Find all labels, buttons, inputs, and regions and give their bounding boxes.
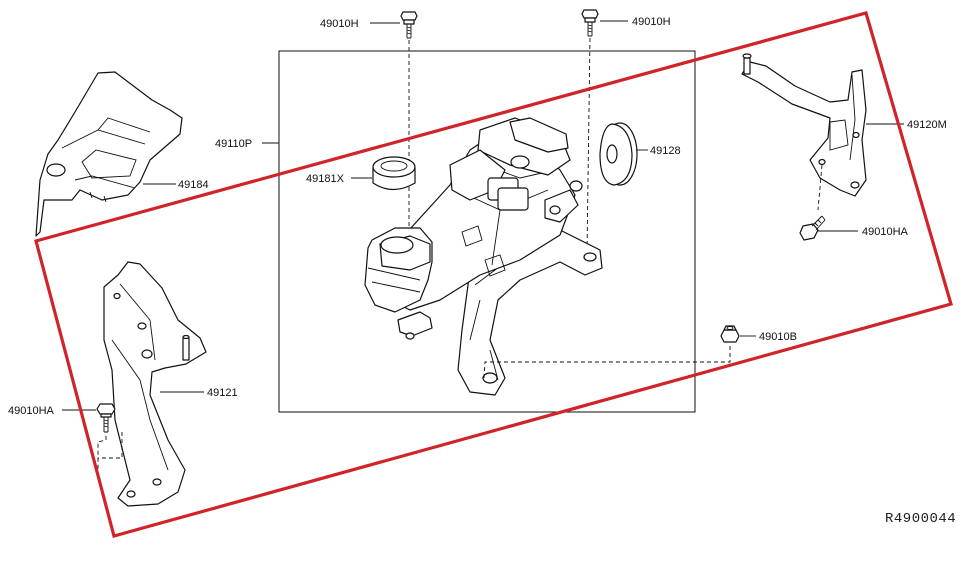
dash-bracket-right xyxy=(817,164,823,211)
bolt-left-icon xyxy=(96,403,116,433)
cover-icon xyxy=(35,71,183,237)
highlight-outline xyxy=(34,11,953,538)
nut-icon xyxy=(720,325,740,343)
reference-code: R4900044 xyxy=(885,511,956,527)
cap-icon xyxy=(372,156,416,191)
assembly-frame xyxy=(278,50,696,413)
label-nut: 49010B xyxy=(759,331,797,343)
dash-nut xyxy=(483,343,731,379)
label-cap: 49181X xyxy=(306,173,345,185)
label-bracket-left: 49121 xyxy=(207,387,238,399)
label-bracket-right: 49120M xyxy=(907,119,947,131)
dash-bolt-top-right xyxy=(586,37,591,253)
label-cover: 49184 xyxy=(178,179,209,191)
assembly-body xyxy=(364,117,603,396)
label-bolt-left: 49010HA xyxy=(8,405,55,417)
bolt-top-right-icon xyxy=(581,9,599,37)
dash-bolt-left xyxy=(97,432,123,478)
bracket-right-icon xyxy=(741,53,867,197)
label-bolt-top-right: 49010H xyxy=(632,16,671,28)
bracket-left-icon xyxy=(103,261,207,507)
label-washer: 49128 xyxy=(650,145,681,157)
washer-icon xyxy=(599,122,638,186)
bolt-top-left-icon xyxy=(400,11,418,39)
label-assembly: 49110P xyxy=(215,138,252,150)
label-bolt-right: 49010HA xyxy=(862,226,909,238)
bolt-right-icon xyxy=(799,215,826,241)
label-bolt-top-left: 49010H xyxy=(320,18,359,30)
